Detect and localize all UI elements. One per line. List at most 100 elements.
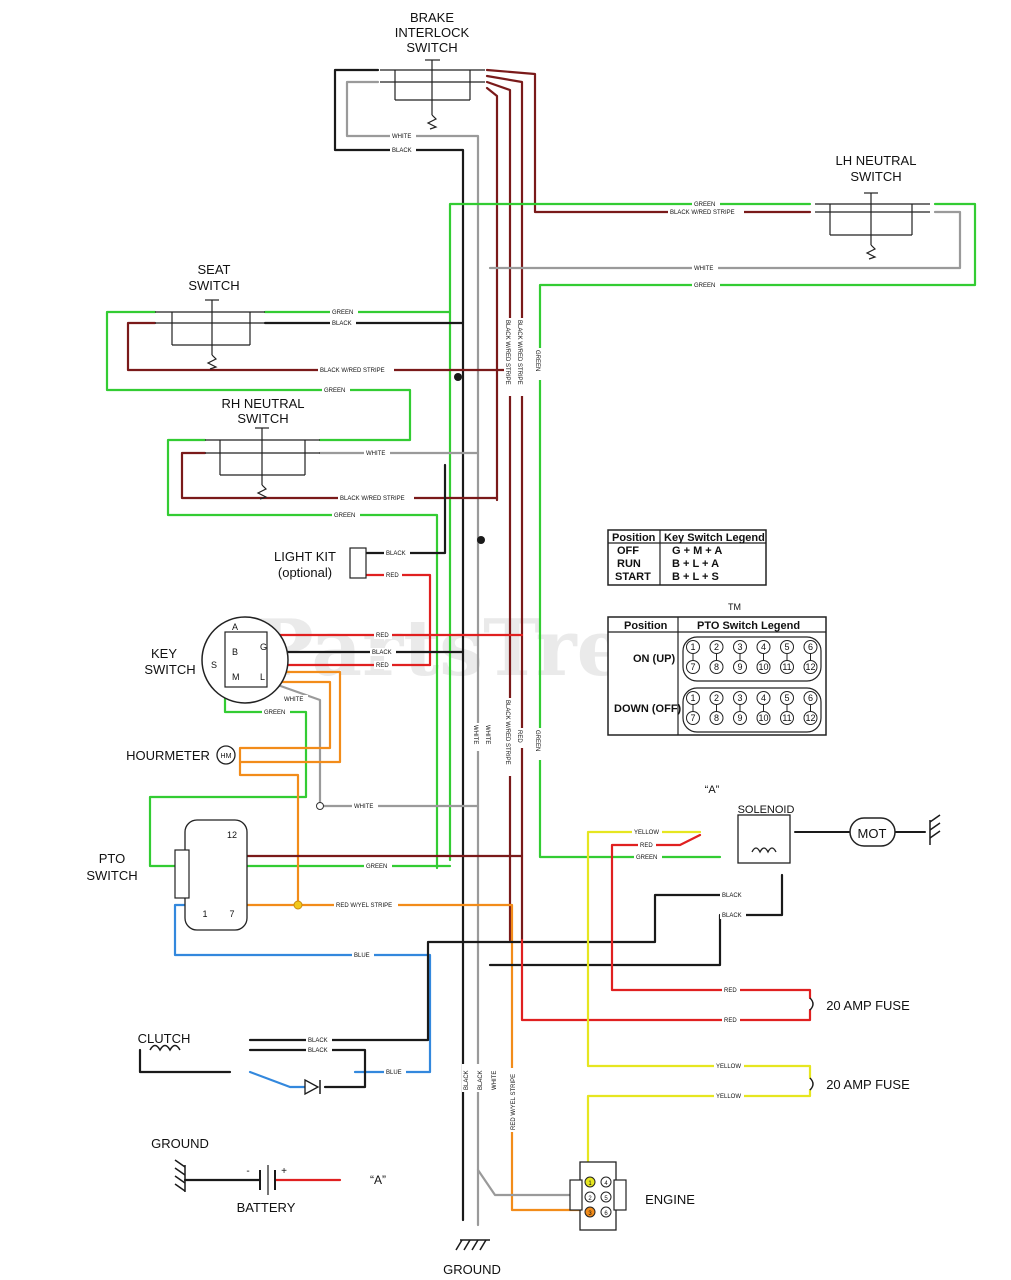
engine-pin — [584, 1206, 596, 1218]
engine-label: ENGINE — [645, 1192, 695, 1207]
watermark-text: PartsTree — [255, 603, 676, 694]
junction-dot — [293, 900, 303, 910]
wire-label-red: RED — [724, 988, 737, 994]
junctions — [293, 373, 485, 910]
seat-switch-label-2: SWITCH — [188, 278, 239, 293]
yellow-wire — [586, 830, 812, 1080]
engine-pin-1: 1 — [588, 1181, 592, 1187]
pto-switch-label-1: PTO — [99, 851, 126, 866]
pto-pin-number: 4 — [761, 642, 766, 652]
seat-switch-symbol — [155, 299, 265, 370]
engine-pin-4: 4 — [604, 1181, 608, 1187]
ground-left-label: GROUND — [151, 1136, 209, 1151]
orange-wire — [238, 680, 332, 907]
pto-pin-number: 4 — [761, 693, 766, 703]
wire-label-black: BLACK — [308, 1038, 328, 1044]
blue-wire — [248, 1070, 307, 1089]
pto-pin-number: 2 — [714, 642, 719, 652]
junction-dot — [454, 373, 462, 381]
wire-label-red: RED — [376, 663, 389, 669]
wire-label-green: GREEN — [636, 855, 657, 861]
hourmeter-symbol-text: HM — [221, 753, 232, 760]
wire-label-green: GREEN — [264, 710, 285, 716]
battery-ref-label: “A” — [370, 1173, 386, 1187]
solenoid-body — [737, 814, 791, 864]
wire-label-white-v: WHITE — [484, 725, 490, 744]
pto-pin-number: 3 — [737, 642, 742, 652]
wire-label-red: RED — [376, 633, 389, 639]
white-wire — [488, 210, 962, 270]
engine-pin — [600, 1206, 612, 1218]
wire-label-black-red-v: BLACK W/RED STRIPE — [504, 700, 510, 765]
junction-dot — [316, 802, 324, 810]
wire-label-green: GREEN — [694, 202, 715, 208]
key-switch-face — [224, 631, 268, 688]
light-kit-label-1: LIGHT KIT — [274, 549, 336, 564]
wire-label-black: BLACK — [392, 148, 412, 154]
wire-label-yellow: YELLOW — [716, 1064, 741, 1070]
pto-pin-number: 10 — [758, 662, 768, 672]
pto-legend-header-position: Position — [624, 620, 668, 632]
green-wire — [166, 438, 439, 870]
pto-pin-number: 12 — [805, 713, 815, 723]
rh-neutral-switch-symbol — [205, 427, 320, 500]
wire-label-blue: BLUE — [354, 953, 370, 959]
lh-neutral-switch-symbol — [815, 192, 930, 260]
white-wire — [256, 676, 480, 808]
black-wire — [333, 68, 465, 1222]
wire-label-black-v: BLACK — [464, 1070, 470, 1090]
pto-legend-header-legend: PTO Switch Legend — [697, 620, 800, 632]
orange-wire — [238, 670, 342, 764]
wire-label-blue: BLUE — [386, 1070, 402, 1076]
trademark-text: TM — [728, 602, 741, 612]
battery-plus-label: + — [281, 1166, 287, 1177]
wire-label-black-red: BLACK W/RED STRIPE — [320, 368, 385, 374]
pto-pin-number: 3 — [737, 693, 742, 703]
key-terminal-a: A — [232, 622, 238, 632]
pto-pin-number: 9 — [737, 713, 742, 723]
wire-label-red-v: RED — [516, 730, 522, 743]
solenoid-coil — [751, 847, 777, 854]
clutch-coil — [149, 1044, 181, 1052]
green-wire — [105, 310, 412, 442]
pto-pin-number: 11 — [782, 713, 791, 723]
battery-label: BATTERY — [237, 1200, 296, 1215]
blue-wire — [173, 903, 432, 1074]
ground-icon — [174, 1159, 186, 1192]
seat-switch-label-1: SEAT — [198, 262, 231, 277]
wire-label-green: GREEN — [332, 310, 353, 316]
solenoid — [737, 814, 791, 864]
black-red-wire — [126, 321, 512, 372]
pto-legend-row-on: ON (UP) — [633, 653, 676, 665]
green-wire — [148, 663, 452, 868]
pto-pin-number: 1 — [690, 642, 695, 652]
wire-label-white: WHITE — [354, 804, 373, 810]
key-terminal-l: L — [260, 672, 265, 682]
key-switch: A B G S M L — [201, 616, 289, 704]
pto-pin-number: 12 — [805, 662, 815, 672]
junction-dot — [477, 536, 485, 544]
rh-switch-label-2: SWITCH — [237, 411, 288, 426]
key-terminal-g: G — [260, 642, 267, 652]
fuse-red-label: 20 AMP FUSE — [826, 998, 910, 1013]
wire-label-white-v: WHITE — [492, 1071, 498, 1090]
pto-pin-number: 5 — [784, 693, 789, 703]
wire-label-black-red-v: BLACK W/RED STRIPE — [504, 320, 510, 385]
wire-label-black: BLACK — [372, 650, 392, 656]
ground-icon — [455, 1239, 490, 1251]
hourmeter-symbol — [216, 745, 236, 765]
key-legend-row-off-value: G + M + A — [672, 545, 722, 557]
pto-pin-number: 2 — [714, 693, 719, 703]
component-labels: BRAKE INTERLOCK SWITCH LH NEUTRAL SWITCH… — [86, 10, 916, 1277]
battery — [259, 1165, 276, 1195]
wire-label-green-v: GREEN — [534, 730, 540, 751]
lh-switch-label-1: LH NEUTRAL — [836, 153, 917, 168]
solenoid-label: SOLENOID — [738, 804, 795, 816]
pto-switch-legend: Position PTO Switch Legend ON (UP) DOWN … — [607, 616, 827, 736]
engine-pin — [584, 1176, 596, 1188]
key-legend-row-run: RUN — [617, 558, 641, 570]
wire-label-green: GREEN — [694, 283, 715, 289]
wire-label-red-yel-v: RED W/YEL STRIPE — [511, 1074, 517, 1130]
